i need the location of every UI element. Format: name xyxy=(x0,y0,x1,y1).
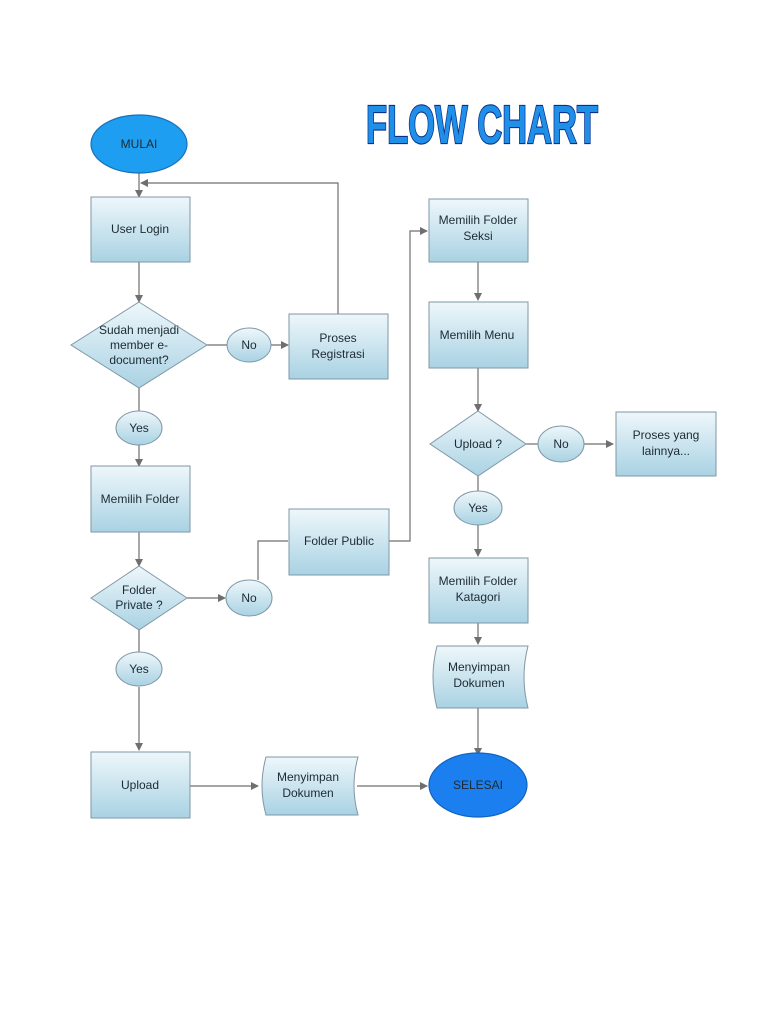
member-decision: Sudah menjadi member e- document? xyxy=(70,301,208,389)
yes-private-text: Yes xyxy=(129,662,149,676)
registration-process: Proses Registrasi xyxy=(288,313,389,380)
upload-decision: Upload ? xyxy=(429,410,527,477)
other-process-line1: Proses yang xyxy=(633,428,700,442)
connector-no-public xyxy=(257,540,288,580)
registration-line2: Registrasi xyxy=(311,347,364,361)
no-label-private: No xyxy=(225,579,273,617)
flowchart-title: FLOW CHART xyxy=(366,95,598,155)
upload-decision-label: Upload ? xyxy=(454,437,502,451)
choose-menu-process: Memilih Menu xyxy=(428,301,529,369)
yes-label-private: Yes xyxy=(115,651,163,687)
yes-label-member: Yes xyxy=(115,410,163,446)
save-document-left: Menyimpan Dokumen xyxy=(261,756,359,816)
folder-public-process: Folder Public xyxy=(288,508,390,576)
yes-member-text: Yes xyxy=(129,421,149,435)
private-decision-line2: Private ? xyxy=(115,598,163,612)
end-terminal: SELESAI xyxy=(428,752,528,818)
choose-category-process: Memilih Folder Katagori xyxy=(428,557,529,624)
registration-line1: Proses xyxy=(319,331,356,345)
member-decision-line2: member e- xyxy=(110,338,168,352)
save-right-line2: Dokumen xyxy=(453,676,504,690)
user-login-process: User Login xyxy=(90,196,191,263)
choose-category-line1: Memilih Folder xyxy=(439,574,518,588)
yes-upload-text: Yes xyxy=(468,501,488,515)
choose-section-line2: Seksi xyxy=(463,229,492,243)
upload-label: Upload xyxy=(121,778,159,792)
yes-label-upload: Yes xyxy=(453,490,503,526)
upload-process: Upload xyxy=(90,751,191,819)
connectors xyxy=(135,172,614,790)
no-label-upload: No xyxy=(537,425,585,463)
save-left-line1: Menyimpan xyxy=(277,770,339,784)
save-left-line2: Dokumen xyxy=(282,786,333,800)
choose-section-process: Memilih Folder Seksi xyxy=(428,198,529,263)
choose-category-line2: Katagori xyxy=(456,590,501,604)
user-login-label: User Login xyxy=(111,222,169,236)
folder-public-label: Folder Public xyxy=(304,534,374,548)
private-decision-line1: Folder xyxy=(122,583,156,597)
no-upload-text: No xyxy=(553,437,569,451)
save-document-right: Menyimpan Dokumen xyxy=(432,645,529,709)
other-process: Proses yang lainnya... xyxy=(615,411,717,477)
choose-section-line1: Memilih Folder xyxy=(439,213,518,227)
no-label-member: No xyxy=(226,327,272,363)
member-decision-line1: Sudah menjadi xyxy=(99,323,179,337)
choose-folder-label: Memilih Folder xyxy=(101,492,180,506)
other-process-line2: lainnya... xyxy=(642,444,690,458)
member-decision-line3: document? xyxy=(109,353,169,367)
start-label: MULAI xyxy=(121,137,158,151)
choose-folder-process: Memilih Folder xyxy=(90,465,191,533)
no-private-text: No xyxy=(241,591,257,605)
connector-registration-loop xyxy=(140,179,339,314)
private-decision: Folder Private ? xyxy=(90,565,188,631)
end-label: SELESAI xyxy=(453,778,503,792)
connector-public-section xyxy=(389,227,428,542)
no-member-text: No xyxy=(241,338,257,352)
start-terminal: MULAI xyxy=(90,114,188,174)
save-right-line1: Menyimpan xyxy=(448,660,510,674)
choose-menu-label: Memilih Menu xyxy=(440,328,515,342)
